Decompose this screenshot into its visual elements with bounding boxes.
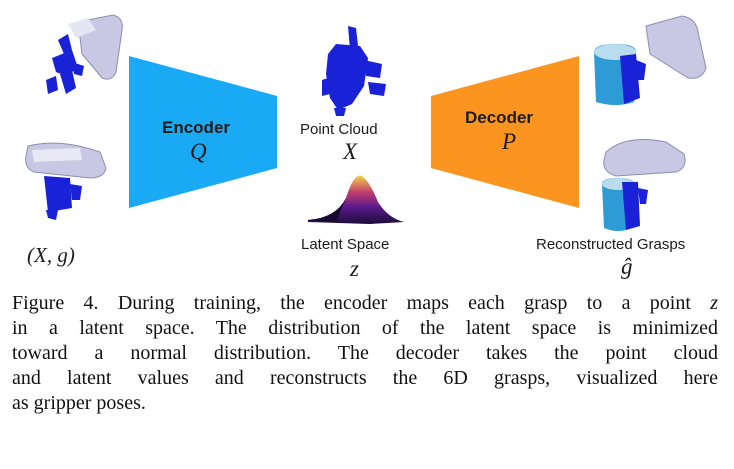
latent-symbol: z bbox=[350, 256, 359, 281]
encoder-symbol: Q bbox=[190, 139, 207, 164]
output-symbol: ĝ bbox=[621, 254, 633, 279]
encoder-block bbox=[129, 56, 277, 208]
input-grasp-bottom-illustration bbox=[25, 142, 107, 220]
caption-line-3: toward a normal distribution. The decode… bbox=[12, 342, 718, 364]
figure: (X, g) Encoder Q Point Cloud X La bbox=[25, 14, 707, 281]
latent-space-label: Latent Space bbox=[301, 236, 390, 253]
decoder-title: Decoder bbox=[465, 108, 534, 127]
encoder-title: Encoder bbox=[162, 118, 231, 137]
latent-distribution-illustration bbox=[308, 175, 404, 224]
figure-caption: Figure 4. During training, the encoder m… bbox=[12, 291, 718, 416]
input-grasp-top-illustration bbox=[46, 14, 123, 94]
decoder-symbol: P bbox=[502, 129, 517, 154]
caption-line-1: Figure 4. During training, the encoder m… bbox=[12, 292, 718, 314]
point-cloud-illustration bbox=[322, 26, 386, 116]
caption-line-5: as gripper poses. bbox=[12, 392, 146, 414]
decoder-block bbox=[431, 56, 579, 208]
point-cloud-symbol: X bbox=[343, 139, 358, 164]
caption-line-4: and latent values and reconstructs the 6… bbox=[12, 367, 718, 389]
input-label: (X, g) bbox=[27, 243, 75, 267]
point-cloud-label: Point Cloud bbox=[300, 121, 378, 138]
caption-line-2: in a latent space. The distribution of t… bbox=[12, 317, 718, 339]
output-grasp-bottom-illustration bbox=[602, 139, 686, 231]
reconstructed-grasps-label: Reconstructed Grasps bbox=[536, 236, 686, 253]
output-grasp-top-illustration bbox=[594, 15, 707, 105]
